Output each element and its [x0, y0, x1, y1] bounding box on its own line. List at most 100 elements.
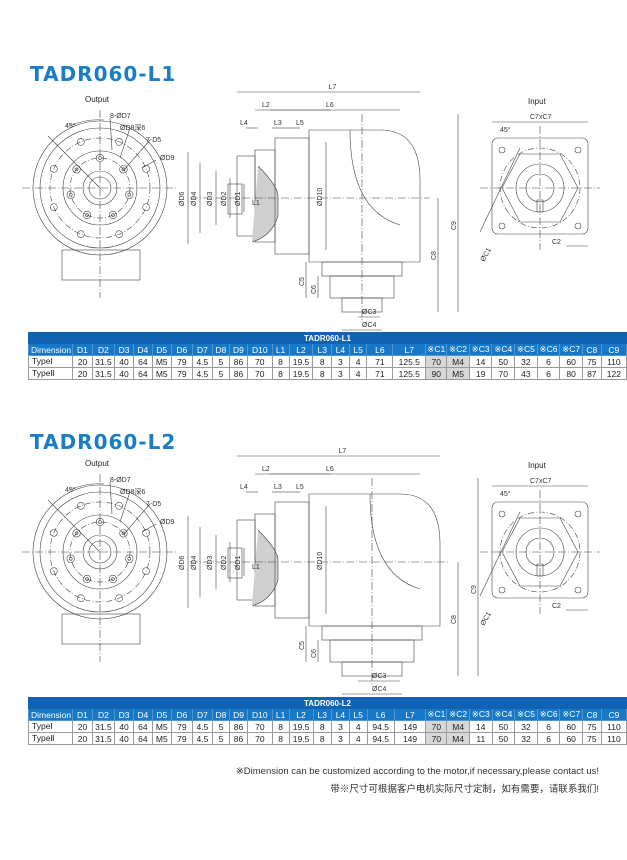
table-cell: 14 [468, 720, 493, 733]
table-cell: 6 [536, 732, 561, 745]
dimension-label: ØD8深6 [120, 123, 145, 132]
table-cell: 31.5 [91, 355, 116, 368]
dimension-label: C7xC7 [530, 478, 552, 485]
mounting-hole [574, 586, 582, 594]
mount-base [61, 613, 141, 645]
table-cell: 4.5 [192, 720, 213, 733]
angle-line [47, 135, 101, 189]
dimension-label: C9 [451, 221, 458, 230]
column-header: C9 [600, 343, 627, 356]
angle-label: 45° [500, 126, 511, 134]
table-cell: M5 [446, 367, 470, 380]
tapped-hole [119, 529, 128, 538]
dimension-label: ØD10 [317, 188, 324, 206]
dimension-label: C9 [471, 585, 478, 594]
view-label: Output [85, 459, 110, 468]
customization-note-chinese: 带※尺寸可根据客户电机实际尺寸定制，如有需要，请联系我们! [330, 784, 599, 795]
column-header: L4 [331, 343, 350, 356]
tapped-hole [82, 210, 92, 220]
column-header: ※C3 [468, 343, 493, 356]
tapped-hole [108, 574, 118, 584]
table-cell: 32 [514, 732, 538, 745]
dimension-label: L5 [296, 484, 304, 491]
column-header: D5 [151, 708, 172, 721]
view-label: Output [85, 95, 110, 104]
tapped-hole-inner [68, 556, 73, 561]
table-cell: TypeⅡ [27, 732, 74, 745]
bolt-hole [115, 594, 123, 602]
bolt-hole [115, 138, 123, 146]
tapped-hole [125, 190, 134, 199]
table-cell: 90 [425, 367, 448, 380]
column-header: ※C1 [425, 343, 448, 356]
dimension-label: ØD4 [191, 192, 198, 207]
tapped-hole-inner [111, 213, 115, 217]
dimension-label: C6 [311, 649, 318, 658]
table-cell: 122 [600, 367, 627, 380]
table-cell: 86 [229, 732, 249, 745]
leader-line [479, 511, 521, 597]
table-cell: 70 [247, 367, 273, 380]
column-header: ※C7 [559, 343, 583, 356]
bolt-hole [77, 502, 85, 510]
table-cell: 50 [491, 732, 516, 745]
column-header: D3 [114, 343, 134, 356]
table-cell: 149 [393, 732, 427, 745]
mounting-hole [574, 146, 582, 154]
tapped-hole [119, 165, 128, 174]
section-hatch [251, 529, 279, 607]
column-header: ※C5 [514, 708, 538, 721]
column-header: D1 [72, 708, 93, 721]
bolt-hole [77, 594, 85, 602]
table-cell: 43 [514, 367, 538, 380]
gear-housing [308, 493, 441, 627]
tapped-hole [66, 554, 75, 563]
bolt-hole [115, 502, 123, 510]
table-cell: 110 [600, 720, 627, 733]
column-header: D2 [91, 343, 116, 356]
angle-arc [69, 119, 105, 127]
column-header: L5 [348, 343, 368, 356]
bolt-hole [50, 165, 58, 173]
column-header: L6 [366, 708, 395, 721]
dimension-label: L4 [240, 484, 248, 491]
tapped-hole-inner [68, 192, 73, 197]
table-cell: 70 [247, 732, 273, 745]
dimension-label: ØC3 [372, 673, 387, 680]
angle-label: 45° [65, 122, 76, 130]
tapped-hole-inner [111, 577, 115, 581]
leader-line [141, 159, 157, 169]
tapped-hole-inner [85, 577, 89, 581]
bolt-hole [115, 230, 123, 238]
bolt-hole [50, 529, 58, 537]
table-cell: 50 [491, 355, 516, 368]
dimension-label: ØD10 [317, 552, 324, 570]
table-cell: 64 [132, 720, 153, 733]
table-cell: 5 [211, 367, 230, 380]
table-cell: 19.5 [288, 355, 314, 368]
table-cell: M4 [446, 732, 470, 745]
tapped-hole [72, 165, 81, 174]
leader-line [119, 491, 131, 523]
drawing-group [22, 455, 600, 695]
angle-arc [69, 483, 105, 491]
tapped-hole [72, 529, 81, 538]
dimension-label: 8-ØD7 [110, 477, 131, 484]
dimension-label: 8-ØD7 [110, 113, 131, 120]
table-cell: 4 [348, 732, 368, 745]
table-cell: 79 [170, 720, 194, 733]
leader-line [109, 481, 113, 515]
column-header: L2 [288, 343, 314, 356]
leader-line [123, 139, 151, 171]
dimension-label: C8 [431, 251, 438, 260]
column-header: ※C7 [559, 708, 583, 721]
column-header: L4 [331, 708, 350, 721]
dimension-label: L3 [274, 484, 282, 491]
section-hatch [251, 165, 279, 243]
table-cell: 86 [229, 720, 249, 733]
bolt-hole [50, 567, 58, 575]
column-header: ※C6 [536, 708, 561, 721]
table-cell: 11 [468, 732, 493, 745]
